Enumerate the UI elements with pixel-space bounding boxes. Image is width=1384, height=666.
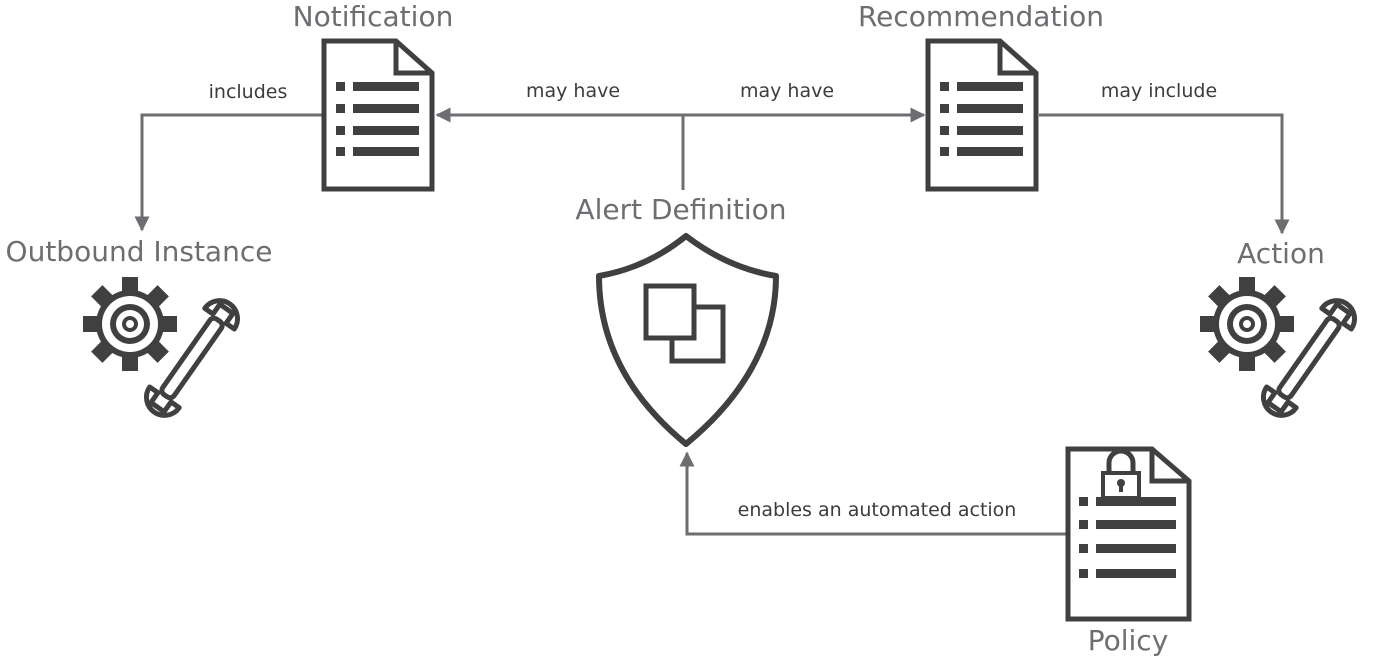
policy-title: Policy bbox=[1088, 624, 1169, 657]
recommendation-node: Recommendation bbox=[858, 0, 1104, 189]
includes-label: includes bbox=[209, 81, 288, 103]
may-include-label: may include bbox=[1101, 80, 1217, 102]
may-include-connector bbox=[1039, 113, 1290, 235]
gear-wrench-icon bbox=[1200, 277, 1362, 422]
document-list-icon bbox=[928, 41, 1036, 189]
action-title: Action bbox=[1237, 237, 1325, 270]
document-list-icon bbox=[324, 41, 432, 189]
may-have-left-label: may have bbox=[526, 80, 620, 102]
notification-node: Notification bbox=[293, 0, 454, 189]
enables-label: enables an automated action bbox=[738, 499, 1017, 521]
outbound-instance-title: Outbound Instance bbox=[6, 235, 273, 268]
action-node: Action bbox=[1200, 237, 1362, 422]
alert-definition-title: Alert Definition bbox=[575, 193, 786, 226]
enables-connector bbox=[679, 451, 1066, 536]
includes-connector bbox=[134, 113, 323, 232]
policy-node: Policy bbox=[1065, 446, 1192, 657]
alert-definition-node: Alert Definition bbox=[575, 193, 787, 447]
connector-lines bbox=[134, 107, 1290, 536]
may-have-right-label: may have bbox=[740, 80, 834, 102]
gear-wrench-icon bbox=[83, 277, 245, 422]
shield-icon bbox=[596, 233, 779, 447]
outbound-instance-node: Outbound Instance bbox=[6, 235, 273, 422]
notification-title: Notification bbox=[293, 0, 454, 33]
recommendation-title: Recommendation bbox=[858, 0, 1104, 33]
locked-document-icon bbox=[1065, 446, 1192, 622]
